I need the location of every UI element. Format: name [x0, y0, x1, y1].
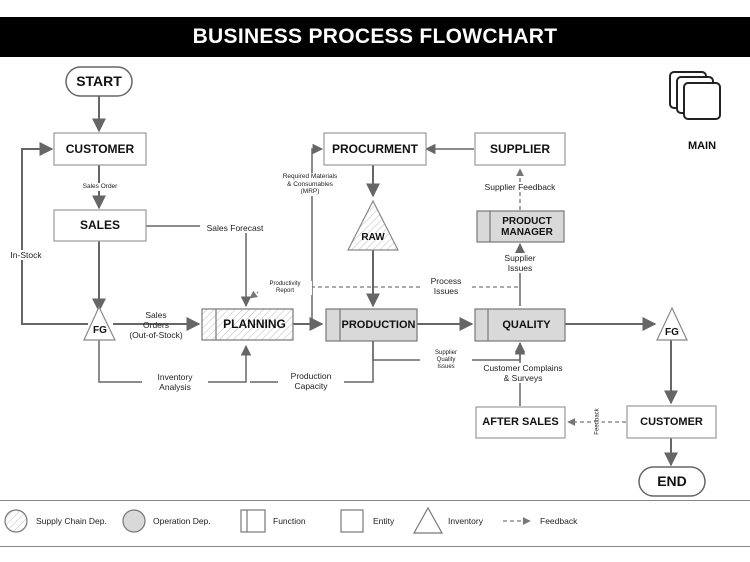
label-supplier-quality-issues: Supplier Quality Issues	[420, 350, 472, 371]
quality-box	[474, 308, 566, 342]
after-sales-label: AFTER SALES	[482, 416, 559, 428]
supplier-label: SUPPLIER	[489, 141, 550, 156]
label-sales-forecast: Sales Forecast	[200, 223, 270, 233]
label-customer-complains: Customer Complains & Surveys	[476, 363, 570, 383]
legend-inventory-label: Inventory	[448, 516, 483, 526]
legend-entity-label: Entity	[373, 516, 395, 526]
legend-function-icon	[240, 509, 266, 533]
label-inventory-analysis: Inventory Analysis	[142, 372, 208, 392]
end-terminator	[638, 466, 706, 497]
label-required-materials: Required Materials & Consumables (MRP)	[270, 173, 350, 196]
label-in-stock: In-Stock	[5, 250, 47, 260]
supplier-box	[474, 132, 566, 166]
fg-right-triangle	[656, 306, 688, 341]
fg-left-label: FG	[93, 324, 107, 336]
legend-inventory-icon	[412, 506, 444, 534]
raw-label: RAW	[361, 231, 385, 243]
customer-bottom-box	[626, 405, 717, 439]
planning-label: PLANNING	[223, 317, 286, 331]
product-manager-label: PRODUCT MANAGER	[501, 215, 553, 238]
legend-supply-chain-icon	[4, 509, 28, 533]
legend-operation-icon	[122, 509, 146, 533]
procurement-label: PROCURMENT	[332, 141, 418, 156]
sales-box	[53, 209, 147, 242]
label-sales-orders-oos: Sales Orders (Out-of-Stock)	[129, 310, 183, 340]
edge-mrp-procurement	[305, 143, 324, 325]
legend-operation-label: Operation Dep.	[153, 516, 211, 526]
main-label: MAIN	[687, 139, 717, 152]
production-label: PRODUCTION	[341, 318, 416, 331]
label-production-capacity: Production Capacity	[278, 371, 344, 391]
page-title: BUSINESS PROCESS FLOWCHART	[192, 25, 558, 48]
procurement-box	[323, 132, 427, 166]
legend-bottom-rule	[0, 546, 750, 547]
label-sales-order: Sales Order	[72, 183, 128, 191]
label-productivity-report: Productivity Report	[258, 281, 312, 295]
main-stack-icon	[669, 71, 721, 120]
label-supplier-feedback: Supplier Feedback	[480, 182, 560, 192]
legend-feedback-label: Feedback	[540, 516, 578, 526]
production-box	[325, 308, 418, 342]
end-label: END	[657, 473, 687, 489]
start-terminator	[65, 66, 133, 97]
title-bar: BUSINESS PROCESS FLOWCHART	[0, 17, 750, 57]
product-manager-box	[476, 210, 565, 243]
start-label: START	[76, 73, 122, 89]
after-sales-box	[475, 406, 566, 439]
sales-label: SALES	[79, 218, 120, 232]
customer-top-box	[53, 132, 147, 166]
label-feedback-vertical: Feedback	[594, 399, 602, 444]
fg-right-label: FG	[665, 326, 679, 338]
edge-sales-forecast	[146, 225, 252, 308]
quality-label: QUALITY	[502, 318, 551, 331]
edge-instock-loop	[21, 142, 88, 325]
customer-bottom-label: CUSTOMER	[640, 415, 703, 428]
label-supplier-issues: Supplier Issues	[494, 253, 546, 273]
planning-box	[201, 308, 294, 341]
legend-supply-chain-label: Supply Chain Dep.	[36, 516, 107, 526]
raw-triangle	[347, 199, 399, 251]
legend-function-label: Function	[273, 516, 306, 526]
customer-top-label: CUSTOMER	[65, 141, 135, 156]
label-process-issues: Process Issues	[420, 276, 472, 296]
fg-left-triangle	[83, 305, 116, 341]
legend-top-rule	[0, 500, 750, 501]
legend-entity-icon	[340, 509, 364, 533]
